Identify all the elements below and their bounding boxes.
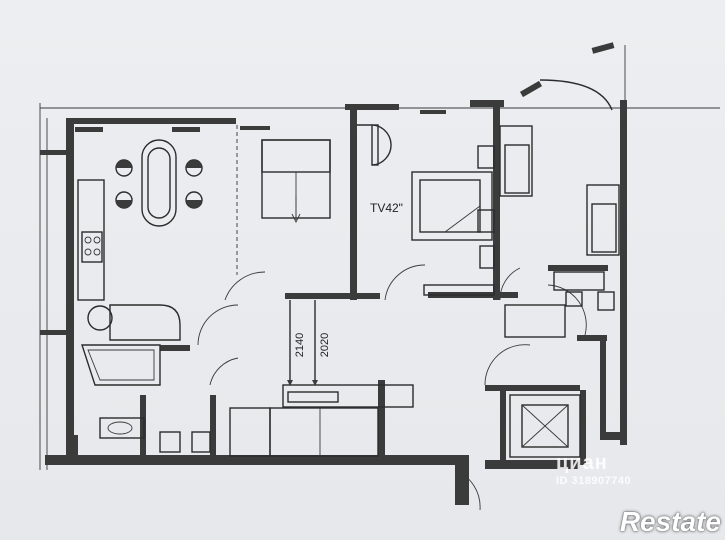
watermark-listing-id: ID 318907740 bbox=[556, 475, 632, 487]
dim-right-label: 2020 bbox=[319, 333, 331, 357]
bathroom-left bbox=[81, 344, 211, 453]
watermark: циан ID 318907740 bbox=[556, 452, 631, 487]
watermark-brand: циан bbox=[556, 452, 608, 474]
exterior-walls bbox=[40, 100, 627, 505]
side-beds bbox=[499, 125, 620, 256]
dim-left-label: 2140 bbox=[294, 333, 306, 357]
window-markers bbox=[75, 42, 615, 132]
door-swings bbox=[197, 79, 613, 511]
restate-logo: Restate bbox=[619, 506, 721, 537]
kitchen-counter bbox=[77, 179, 181, 341]
living-sofa bbox=[236, 125, 331, 275]
chairs bbox=[115, 159, 203, 209]
interior-walls bbox=[140, 100, 608, 465]
elevator-shaft bbox=[504, 304, 581, 458]
dimension-arrows: 2140 2020 bbox=[287, 300, 331, 386]
tv-label: TV42" bbox=[370, 201, 403, 215]
dining-table bbox=[115, 139, 203, 227]
bathroom-right bbox=[553, 271, 615, 311]
bedroom-bed bbox=[411, 145, 495, 296]
corridor-cabinets bbox=[229, 384, 414, 457]
